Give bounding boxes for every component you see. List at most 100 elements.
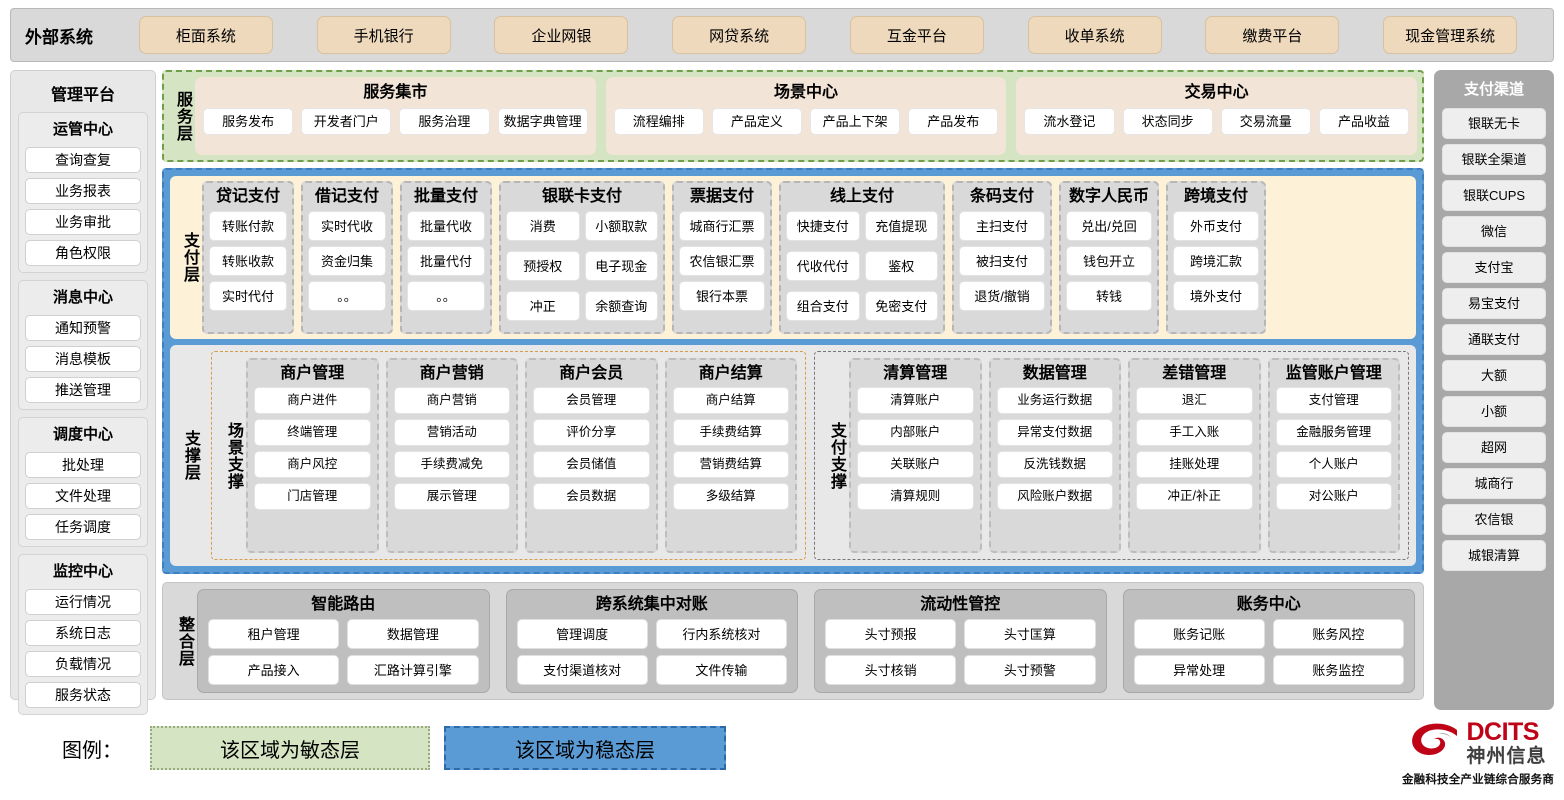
- scene-item[interactable]: 评价分享: [533, 419, 650, 446]
- payment-item[interactable]: 城商行汇票: [679, 211, 765, 241]
- admin-menu-item[interactable]: 通知预警: [25, 315, 141, 341]
- scene-item[interactable]: 会员管理: [533, 387, 650, 414]
- payment-item[interactable]: 组合支付: [786, 291, 860, 321]
- payment-item[interactable]: 。。: [308, 281, 386, 311]
- external-system-chip[interactable]: 手机银行: [316, 16, 451, 54]
- integration-item[interactable]: 头寸匡算: [964, 619, 1096, 649]
- integration-item[interactable]: 账务记账: [1133, 619, 1265, 649]
- external-system-chip[interactable]: 现金管理系统: [1383, 16, 1518, 54]
- admin-menu-item[interactable]: 业务审批: [25, 209, 141, 235]
- payment-support-item[interactable]: 冲正/补正: [1136, 483, 1253, 510]
- external-system-chip[interactable]: 网贷系统: [672, 16, 807, 54]
- admin-menu-item[interactable]: 批处理: [25, 452, 141, 478]
- payment-support-item[interactable]: 风险账户数据: [996, 483, 1113, 510]
- scene-item[interactable]: 商户进件: [254, 387, 371, 414]
- payment-item[interactable]: 转账付款: [209, 211, 287, 241]
- payment-channel-item[interactable]: 银联无卡: [1442, 108, 1546, 139]
- admin-menu-item[interactable]: 任务调度: [25, 514, 141, 540]
- scene-item[interactable]: 商户营销: [393, 387, 510, 414]
- admin-menu-item[interactable]: 运行情况: [25, 589, 141, 615]
- external-system-chip[interactable]: 缴费平台: [1205, 16, 1340, 54]
- external-system-chip[interactable]: 柜面系统: [138, 16, 273, 54]
- integration-item[interactable]: 管理调度: [516, 619, 648, 649]
- external-system-chip[interactable]: 企业网银: [494, 16, 629, 54]
- scene-item[interactable]: 门店管理: [254, 483, 371, 510]
- payment-item[interactable]: 。。: [407, 281, 485, 311]
- payment-item[interactable]: 电子现金: [584, 251, 658, 281]
- payment-support-item[interactable]: 手工入账: [1136, 419, 1253, 446]
- scene-item[interactable]: 商户风控: [254, 451, 371, 478]
- service-item[interactable]: 产品上下架: [810, 108, 901, 135]
- service-item[interactable]: 服务发布: [203, 108, 294, 135]
- payment-item[interactable]: 外币支付: [1173, 211, 1259, 241]
- payment-support-item[interactable]: 退汇: [1136, 387, 1253, 414]
- payment-item[interactable]: 资金归集: [308, 246, 386, 276]
- admin-menu-item[interactable]: 消息模板: [25, 346, 141, 372]
- payment-item[interactable]: 转钱: [1066, 281, 1152, 311]
- scene-item[interactable]: 商户结算: [672, 387, 789, 414]
- payment-channel-item[interactable]: 超网: [1442, 432, 1546, 463]
- scene-item[interactable]: 多级结算: [672, 483, 789, 510]
- external-system-chip[interactable]: 收单系统: [1027, 16, 1162, 54]
- payment-channel-item[interactable]: 城银清算: [1442, 540, 1546, 571]
- payment-item[interactable]: 退货/撤销: [959, 281, 1045, 311]
- scene-item[interactable]: 会员数据: [533, 483, 650, 510]
- payment-item[interactable]: 充值提现: [864, 211, 938, 241]
- payment-support-item[interactable]: 金融服务管理: [1275, 419, 1392, 446]
- scene-item[interactable]: 手续费结算: [672, 419, 789, 446]
- payment-item[interactable]: 跨境汇款: [1173, 246, 1259, 276]
- integration-item[interactable]: 行内系统核对: [655, 619, 787, 649]
- integration-item[interactable]: 异常处理: [1133, 655, 1265, 685]
- admin-menu-item[interactable]: 系统日志: [25, 620, 141, 646]
- payment-item[interactable]: 免密支付: [864, 291, 938, 321]
- payment-channel-item[interactable]: 小额: [1442, 396, 1546, 427]
- service-item[interactable]: 服务治理: [399, 108, 490, 135]
- admin-menu-item[interactable]: 文件处理: [25, 483, 141, 509]
- service-item[interactable]: 数据字典管理: [497, 108, 588, 135]
- payment-item[interactable]: 小额取款: [584, 211, 658, 241]
- scene-item[interactable]: 营销活动: [393, 419, 510, 446]
- payment-item[interactable]: 批量代收: [407, 211, 485, 241]
- payment-channel-item[interactable]: 城商行: [1442, 468, 1546, 499]
- payment-item[interactable]: 代收代付: [786, 251, 860, 281]
- payment-channel-item[interactable]: 易宝支付: [1442, 288, 1546, 319]
- payment-support-item[interactable]: 个人账户: [1275, 451, 1392, 478]
- payment-item[interactable]: 余额查询: [584, 291, 658, 321]
- payment-support-item[interactable]: 支付管理: [1275, 387, 1392, 414]
- integration-item[interactable]: 产品接入: [208, 655, 340, 685]
- integration-item[interactable]: 头寸核销: [825, 655, 957, 685]
- service-item[interactable]: 状态同步: [1122, 108, 1213, 135]
- service-item[interactable]: 产品发布: [908, 108, 999, 135]
- scene-item[interactable]: 终端管理: [254, 419, 371, 446]
- integration-item[interactable]: 账务监控: [1272, 655, 1404, 685]
- external-system-chip[interactable]: 互金平台: [849, 16, 984, 54]
- payment-channel-item[interactable]: 通联支付: [1442, 324, 1546, 355]
- payment-channel-item[interactable]: 大额: [1442, 360, 1546, 391]
- payment-item[interactable]: 主扫支付: [959, 211, 1045, 241]
- integration-item[interactable]: 账务风控: [1272, 619, 1404, 649]
- payment-support-item[interactable]: 对公账户: [1275, 483, 1392, 510]
- payment-item[interactable]: 境外支付: [1173, 281, 1259, 311]
- scene-item[interactable]: 手续费减免: [393, 451, 510, 478]
- admin-menu-item[interactable]: 推送管理: [25, 377, 141, 403]
- payment-support-item[interactable]: 清算规则: [857, 483, 974, 510]
- payment-item[interactable]: 鉴权: [864, 251, 938, 281]
- service-item[interactable]: 流水登记: [1024, 108, 1115, 135]
- integration-item[interactable]: 头寸预警: [964, 655, 1096, 685]
- payment-support-item[interactable]: 内部账户: [857, 419, 974, 446]
- payment-item[interactable]: 兑出/兑回: [1066, 211, 1152, 241]
- payment-item[interactable]: 实时代收: [308, 211, 386, 241]
- payment-support-item[interactable]: 清算账户: [857, 387, 974, 414]
- integration-item[interactable]: 支付渠道核对: [516, 655, 648, 685]
- admin-menu-item[interactable]: 负载情况: [25, 651, 141, 677]
- integration-item[interactable]: 文件传输: [655, 655, 787, 685]
- service-item[interactable]: 交易流量: [1220, 108, 1311, 135]
- payment-support-item[interactable]: 反洗钱数据: [996, 451, 1113, 478]
- payment-support-item[interactable]: 异常支付数据: [996, 419, 1113, 446]
- payment-item[interactable]: 实时代付: [209, 281, 287, 311]
- payment-support-item[interactable]: 关联账户: [857, 451, 974, 478]
- payment-channel-item[interactable]: 支付宝: [1442, 252, 1546, 283]
- payment-channel-item[interactable]: 银联全渠道: [1442, 144, 1546, 175]
- payment-item[interactable]: 被扫支付: [959, 246, 1045, 276]
- payment-item[interactable]: 钱包开立: [1066, 246, 1152, 276]
